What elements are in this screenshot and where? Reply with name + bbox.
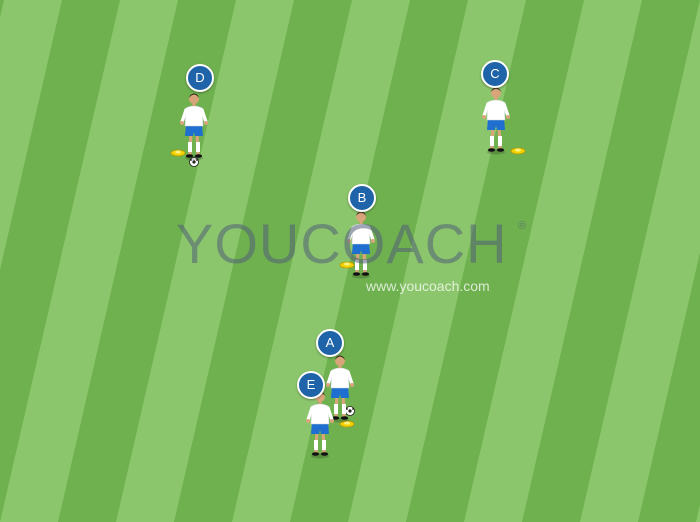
soccer-ball-icon xyxy=(345,406,355,416)
player-badge-c: C xyxy=(481,60,509,88)
cone-a xyxy=(339,420,355,428)
grass-stripe xyxy=(0,0,178,522)
grass-stripe xyxy=(696,504,700,522)
cone-d xyxy=(170,149,186,157)
grass-stripe xyxy=(116,0,294,522)
grass-stripe xyxy=(232,0,410,522)
player-badge-a: A xyxy=(316,329,344,357)
grass-stripe xyxy=(0,0,62,270)
player-badge-e: E xyxy=(297,371,325,399)
player-badge-b: B xyxy=(348,184,376,212)
grass-stripe xyxy=(464,0,642,522)
grass-stripe xyxy=(580,0,700,522)
player-badge-d: D xyxy=(186,64,214,92)
grass-stripe xyxy=(348,0,526,522)
cone-c xyxy=(510,147,526,155)
cone-b xyxy=(339,261,355,269)
